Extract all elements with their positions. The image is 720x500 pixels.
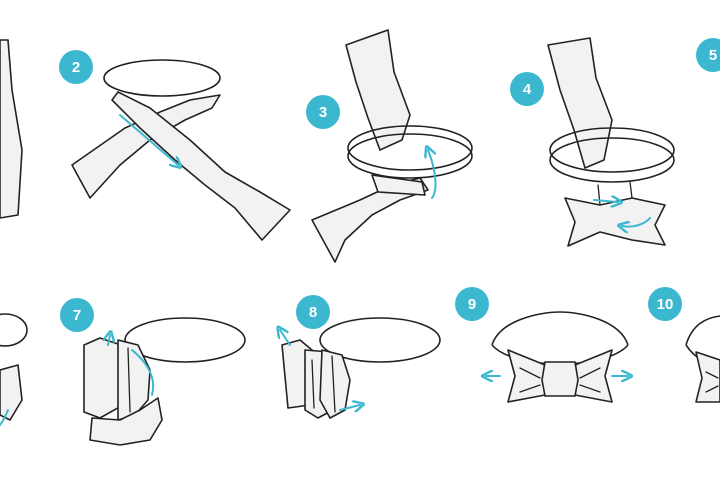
step-8-arrow-right (339, 405, 360, 410)
step-6-illustration (0, 313, 28, 427)
step-4-illustration (547, 37, 675, 247)
step-badge-9: 9 (455, 287, 489, 321)
step-4-arrow-left (622, 217, 651, 227)
step-badge-2: 2 (59, 50, 93, 84)
step-7-illustration (83, 317, 246, 446)
step-2-arrow (119, 114, 178, 165)
step-badge-3: 3 (306, 95, 340, 129)
step-7-arrow-curve (131, 349, 155, 396)
step-badge-7: 7 (60, 298, 94, 332)
step-1-illustration (0, 39, 23, 219)
step-8-illustration (280, 317, 441, 419)
step-badge-8: 8 (296, 295, 330, 329)
step-10-illustration (685, 315, 720, 403)
step-2-illustration (71, 59, 291, 241)
step-badge-10: 10 (648, 287, 682, 321)
step-6-arrow (0, 409, 9, 427)
step-badge-4: 4 (510, 72, 544, 106)
step-badge-5: 5 (696, 38, 720, 72)
step-9-illustration (486, 311, 628, 403)
step-3-illustration (311, 29, 473, 263)
step-7-arrow-up (108, 335, 110, 346)
step-8-arrow-up (280, 330, 291, 346)
step-3-arrow (428, 150, 437, 199)
step-4-arrow-right (593, 200, 618, 202)
